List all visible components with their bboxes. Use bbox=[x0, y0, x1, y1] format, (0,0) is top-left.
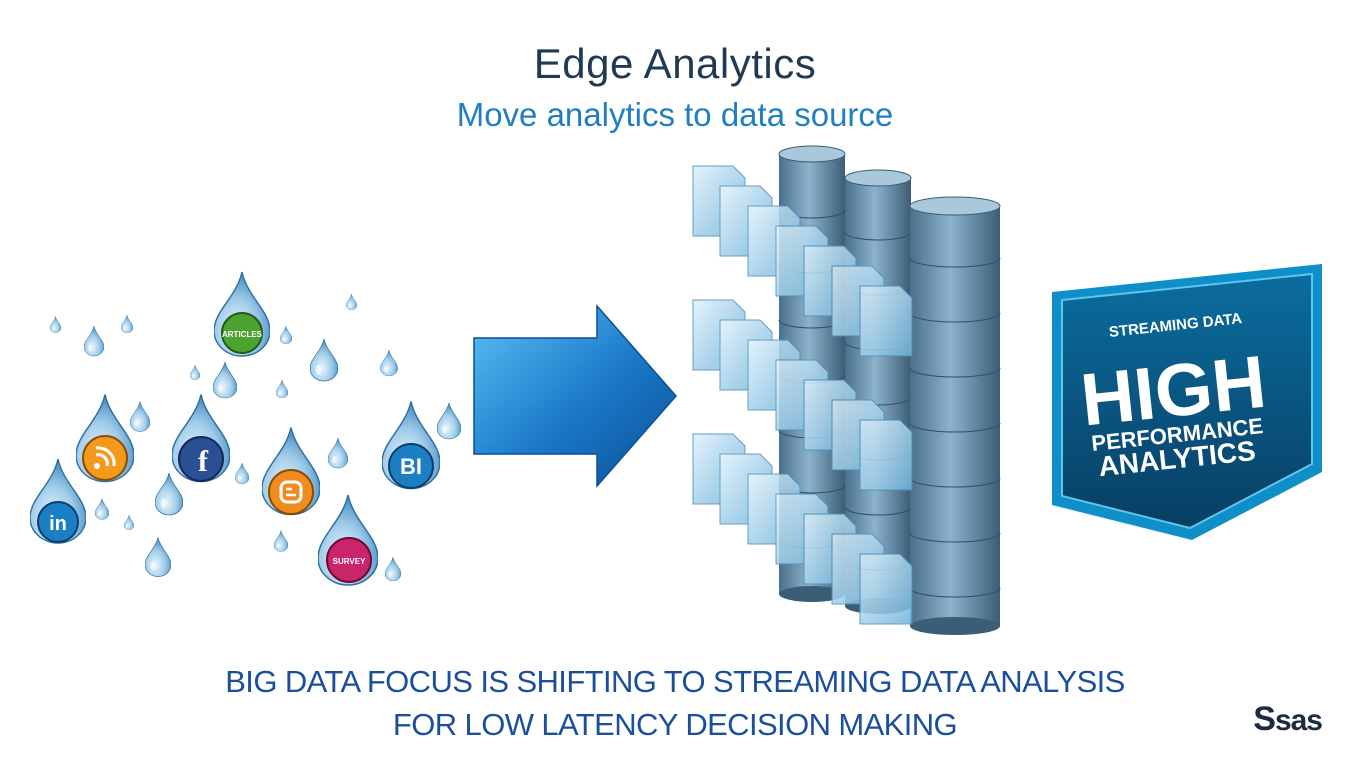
sas-logo: Ssas bbox=[1253, 700, 1323, 739]
blogger-drop bbox=[262, 426, 320, 516]
sas-logo-text: sas bbox=[1274, 704, 1323, 737]
document-cascade-middle bbox=[692, 299, 913, 491]
survey-drop: SURVEY bbox=[318, 494, 378, 586]
document-cascade-bottom bbox=[692, 433, 913, 625]
articles-label: ARTICLES bbox=[222, 330, 263, 339]
bi-label: BI bbox=[400, 454, 422, 479]
footer-line-1: BIG DATA FOCUS IS SHIFTING TO STREAMING … bbox=[225, 664, 1125, 699]
slide-title: Edge Analytics bbox=[533, 40, 817, 87]
facebook-drop: f bbox=[172, 393, 230, 483]
articles-drop: ARTICLES bbox=[214, 271, 270, 357]
linkedin-label: in bbox=[49, 513, 67, 535]
footer-line-2: FOR LOW LATENCY DECISION MAKING bbox=[392, 707, 958, 742]
bi-drop: BI bbox=[382, 400, 440, 490]
linkedin-drop: in bbox=[30, 458, 86, 544]
survey-label: SURVEY bbox=[333, 557, 366, 566]
flow-arrow bbox=[473, 304, 677, 488]
sas-logo-mark: S bbox=[1253, 700, 1276, 738]
facebook-label: f bbox=[198, 445, 209, 478]
streaming-data-badge: STREAMING DATA HIGH PERFORMANCE ANALYTIC… bbox=[1052, 264, 1322, 540]
document-cascade-top bbox=[692, 165, 913, 357]
badge-big-text: HIGH bbox=[1077, 340, 1270, 442]
rss-drop bbox=[76, 393, 134, 483]
slide-subtitle: Move analytics to data source bbox=[456, 96, 894, 133]
